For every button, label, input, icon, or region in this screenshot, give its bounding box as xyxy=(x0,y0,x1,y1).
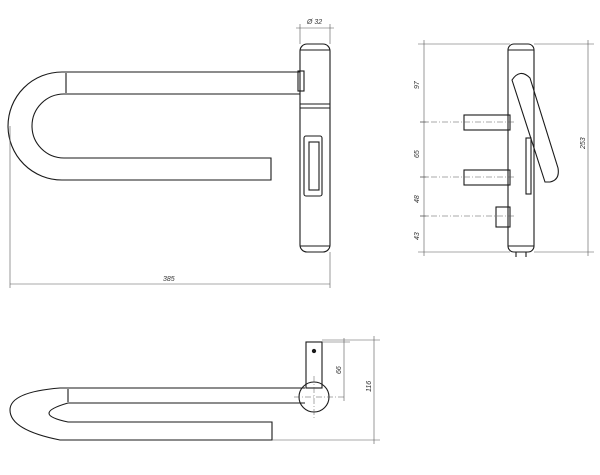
u-rail-outline xyxy=(7,71,300,181)
diameter-label: Ø 32 xyxy=(306,19,322,26)
side-slot xyxy=(525,137,532,195)
side-view xyxy=(463,43,559,257)
dim-97-label: 97 xyxy=(414,80,421,89)
pin-small xyxy=(495,206,511,228)
width-dimension xyxy=(9,126,331,288)
swing-lever xyxy=(511,72,559,183)
bracket-hole xyxy=(311,348,317,354)
dim-43-label: 43 xyxy=(414,232,421,240)
width-label: 385 xyxy=(163,276,175,283)
top-dimensions xyxy=(272,336,380,444)
top-rail-outline xyxy=(9,387,305,441)
pin-centerlines xyxy=(420,121,515,217)
dim-65-label: 65 xyxy=(414,150,421,158)
pin-lower xyxy=(463,169,511,186)
top-centerlines xyxy=(294,376,346,418)
depth-label: 116 xyxy=(366,381,373,392)
height-label: 253 xyxy=(580,137,587,150)
post-slot-outer xyxy=(303,135,323,197)
post-slot-inner xyxy=(308,141,320,191)
offset-label: 66 xyxy=(336,366,343,374)
pin-upper xyxy=(463,114,511,131)
dim-48-label: 48 xyxy=(414,195,421,203)
front-view xyxy=(7,43,331,253)
side-stack-dimension xyxy=(418,40,510,256)
top-view xyxy=(9,341,330,441)
side-post xyxy=(507,43,535,253)
diameter-dimension xyxy=(296,24,334,44)
rail-connector xyxy=(297,70,305,92)
height-dimension xyxy=(534,40,594,256)
vertical-post xyxy=(299,43,331,253)
